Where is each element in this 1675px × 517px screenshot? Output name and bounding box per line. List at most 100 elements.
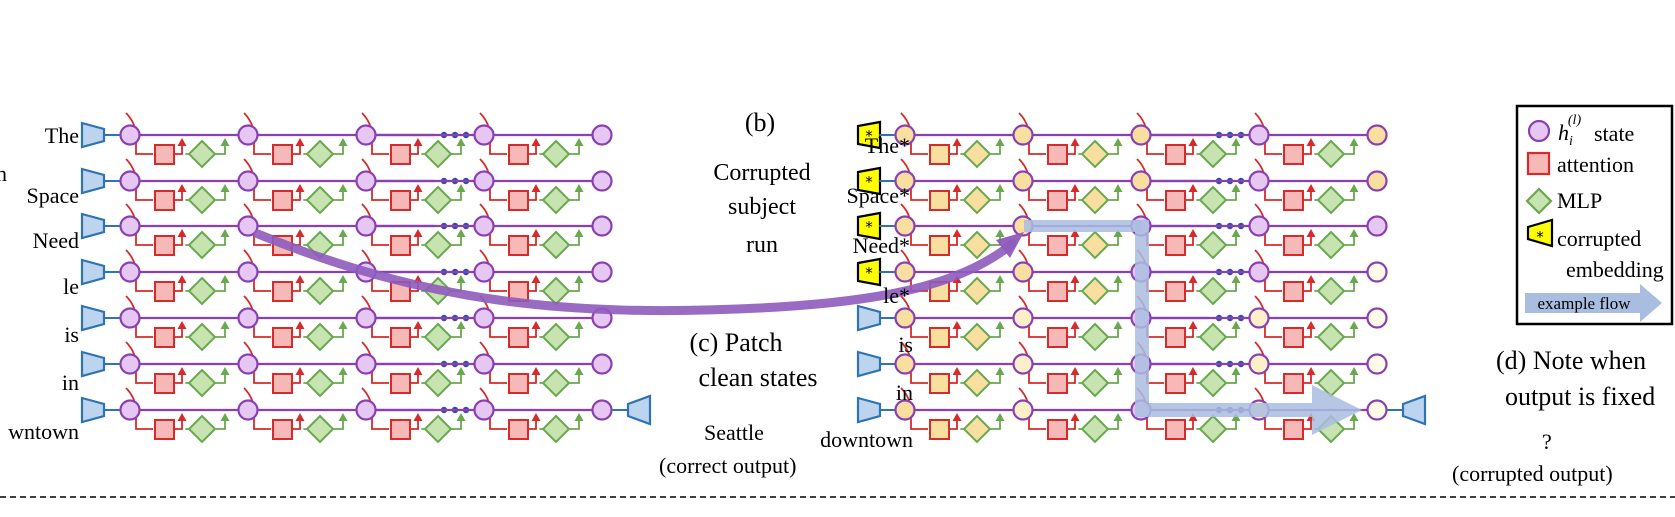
mlp-arrowhead: [1231, 229, 1241, 237]
hidden-state: [119, 261, 141, 283]
hidden-state: [473, 261, 495, 283]
legend-mlp-label: MLP: [1557, 188, 1602, 213]
attention-block: [154, 419, 175, 440]
attention-arrowhead: [1306, 275, 1316, 283]
token-embedding: [80, 350, 106, 378]
legend-flow-arrow: [1525, 284, 1662, 322]
attention-block: [1047, 419, 1068, 440]
mlp-block: [1316, 276, 1346, 306]
mlp-arrowhead: [1349, 138, 1359, 146]
mlp-block: [962, 185, 992, 215]
mlp-arrowhead: [995, 321, 1005, 329]
left-token-6: wntown: [8, 419, 79, 444]
attention-arrowhead: [295, 138, 305, 146]
token-embedding: [80, 258, 106, 286]
mlp-block: [1080, 185, 1110, 215]
attention-block: [1165, 281, 1186, 302]
hidden-state: [1012, 307, 1034, 329]
mlp-block: [962, 276, 992, 306]
mlp-arrowhead: [1113, 184, 1123, 192]
hidden-state: [894, 261, 916, 283]
attention-block: [1283, 190, 1304, 211]
legend-mlp-swatch: [1525, 187, 1553, 215]
hidden-state: [1248, 307, 1270, 329]
attention-block: [508, 327, 529, 348]
mlp-block: [541, 322, 571, 352]
hidden-state: [355, 215, 377, 237]
legend-corrupt-line-1: embedding: [1566, 257, 1664, 282]
attention-arrowhead: [177, 367, 187, 375]
mlp-arrowhead: [995, 367, 1005, 375]
mlp-arrowhead: [574, 138, 584, 146]
attention-block: [390, 190, 411, 211]
mlp-arrowhead: [456, 413, 466, 421]
mlp-block: [962, 139, 992, 169]
attention-arrowhead: [531, 229, 541, 237]
attention-block: [508, 373, 529, 394]
attention-arrowhead: [413, 184, 423, 192]
hidden-state: [894, 307, 916, 329]
left-token-0: The: [45, 123, 79, 148]
hidden-state: [1012, 170, 1034, 192]
hidden-state: [473, 307, 495, 329]
attention-block: [154, 281, 175, 302]
attention-arrowhead: [531, 184, 541, 192]
token-embedding: [80, 121, 106, 149]
left-token-1: Space: [26, 183, 79, 208]
patch-arrow: [253, 229, 1017, 316]
flow-segment-horizontal: [1024, 220, 1141, 232]
token-embedding: [856, 350, 882, 378]
attention-arrowhead: [177, 321, 187, 329]
mlp-arrowhead: [1113, 321, 1123, 329]
attention-block: [1283, 327, 1304, 348]
mlp-block: [187, 276, 217, 306]
mlp-arrowhead: [574, 321, 584, 329]
hidden-state: [237, 124, 259, 146]
attention-arrowhead: [413, 229, 423, 237]
hidden-state: [591, 124, 613, 146]
attention-arrowhead: [1188, 275, 1198, 283]
attention-arrowhead: [1188, 229, 1198, 237]
hidden-state: [237, 353, 259, 375]
attention-arrowhead: [295, 321, 305, 329]
mlp-block: [541, 185, 571, 215]
hidden-state: [1012, 399, 1034, 421]
mlp-arrowhead: [1349, 184, 1359, 192]
attention-arrowhead: [177, 413, 187, 421]
mlp-arrowhead: [574, 184, 584, 192]
mlp-arrowhead: [1231, 367, 1241, 375]
hidden-state: [473, 353, 495, 375]
hidden-state: [119, 399, 141, 421]
attention-arrowhead: [295, 229, 305, 237]
hidden-state: [119, 215, 141, 237]
mlp-arrowhead: [574, 229, 584, 237]
mlp-block: [1080, 139, 1110, 169]
mlp-arrowhead: [220, 413, 230, 421]
right-token-3: le*: [883, 283, 910, 308]
middle-captions: (b) Corrupted subject run (c) Patch clea…: [689, 108, 817, 392]
right-token-1: Space*: [846, 183, 910, 208]
hidden-state: [894, 215, 916, 237]
attention-arrowhead: [413, 321, 423, 329]
attention-arrowhead: [1188, 367, 1198, 375]
attention-block: [929, 327, 950, 348]
note-line-1: output is fixed: [1505, 382, 1655, 411]
attention-block: [508, 235, 529, 256]
attention-block: [154, 190, 175, 211]
attention-block: [1047, 327, 1068, 348]
token-embedding: [80, 396, 106, 424]
mlp-arrowhead: [995, 138, 1005, 146]
legend-corrupt-star: *: [1536, 228, 1544, 246]
mlp-block: [962, 322, 992, 352]
mlp-arrowhead: [338, 413, 348, 421]
hidden-state: [591, 261, 613, 283]
left-token-5: in: [62, 370, 79, 395]
mlp-block: [187, 368, 217, 398]
attention-arrowhead: [531, 321, 541, 329]
right-output-token: ?: [1542, 429, 1552, 454]
attention-block: [1283, 235, 1304, 256]
right-token-4: is: [898, 332, 913, 357]
hidden-state: [1366, 215, 1388, 237]
attention-block: [154, 144, 175, 165]
mlp-block: [1198, 414, 1228, 444]
